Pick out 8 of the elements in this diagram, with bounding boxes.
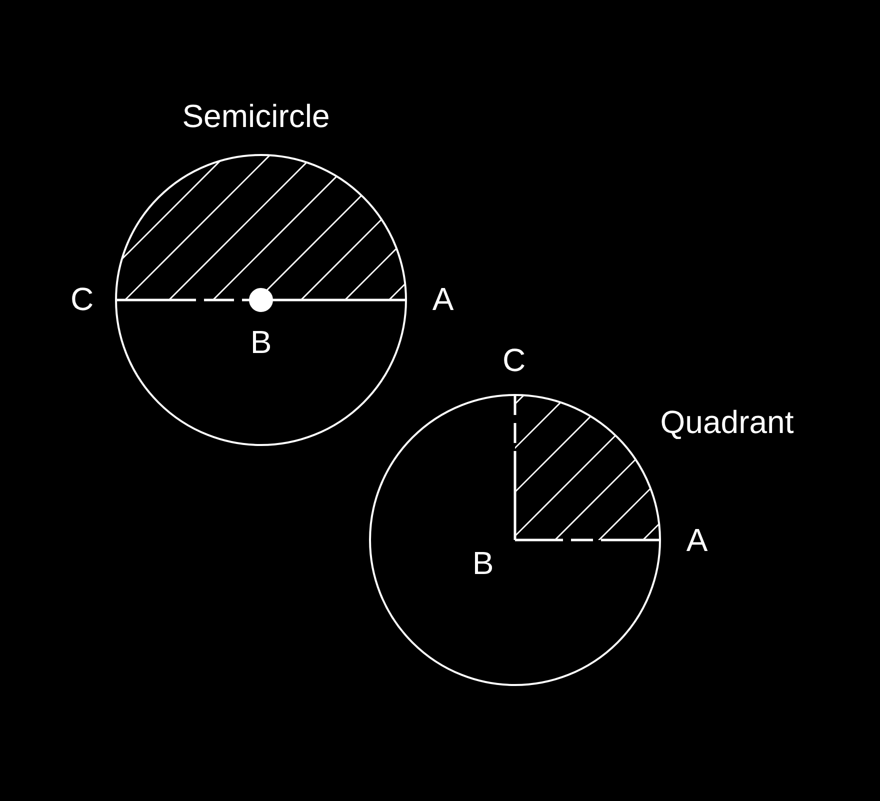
point-label: C	[70, 283, 94, 315]
point-label: A	[686, 524, 708, 556]
point-label: A	[432, 283, 454, 315]
point-label: Quadrant	[660, 406, 794, 438]
point-label: Semicircle	[182, 100, 330, 132]
point-label: C	[502, 344, 526, 376]
point-label: B	[250, 326, 272, 358]
point-label: B	[472, 547, 494, 579]
